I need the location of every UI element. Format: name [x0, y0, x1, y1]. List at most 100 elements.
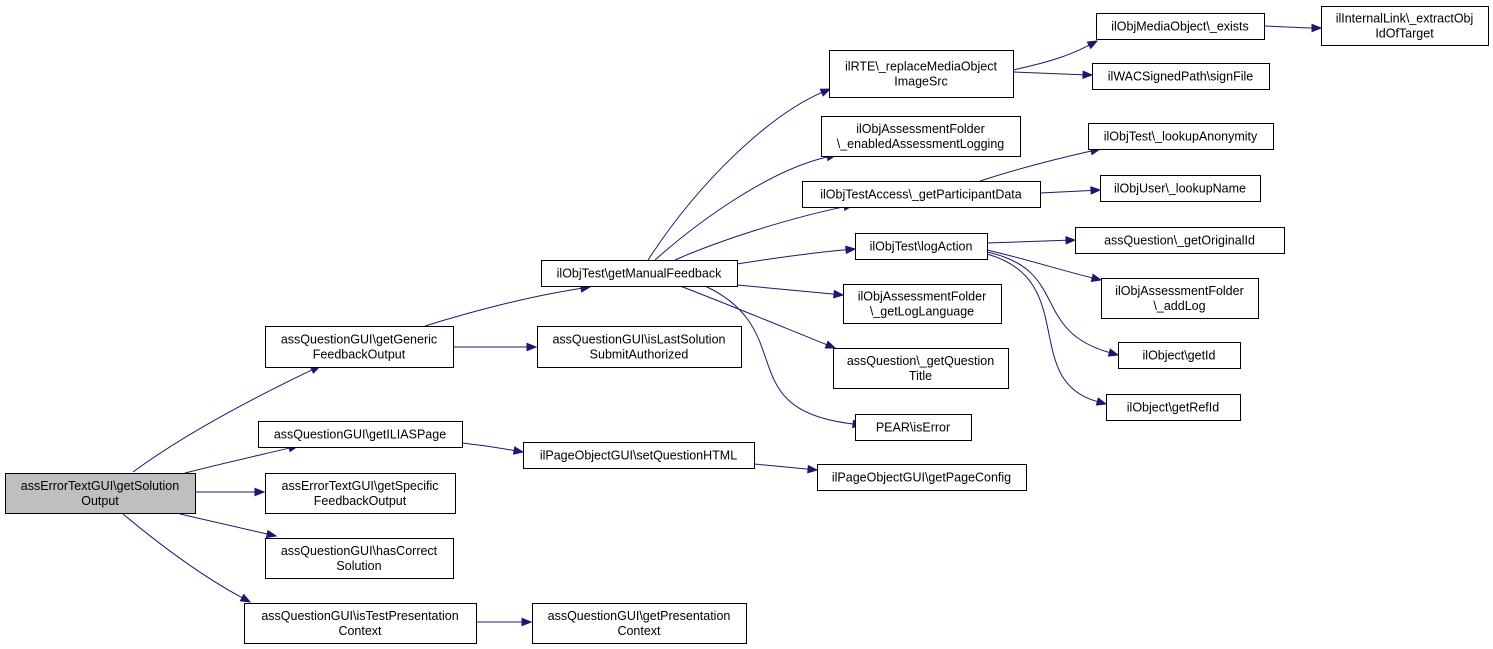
node-label: Context: [617, 624, 661, 638]
node-label: ilObject\getId: [1143, 349, 1216, 363]
node-label: FeedbackOutput: [314, 494, 407, 508]
node-box: [523, 442, 755, 469]
node-label: ilInternalLink\_extractObj: [1336, 12, 1474, 26]
edge-root-to-genericFeedback: [132, 365, 322, 473]
edge-line: [647, 92, 822, 261]
node-label: assQuestionGUI\hasCorrect: [281, 544, 438, 558]
node-label: PEAR\isError: [876, 421, 950, 435]
arrowhead-icon: [819, 88, 832, 97]
node-getId[interactable]: ilObject\getId: [1118, 342, 1241, 369]
node-label: assErrorTextGUI\getSpecific: [282, 479, 439, 493]
arrowhead-icon: [1086, 40, 1099, 50]
arrowhead-icon: [1107, 348, 1120, 357]
node-label: ilRTE\_replaceMediaObject: [845, 60, 997, 74]
node-box: [817, 464, 1027, 491]
arrowhead-icon: [1095, 397, 1108, 406]
node-label: ImageSrc: [894, 75, 948, 89]
node-label: ilObjUser\_lookupName: [1114, 182, 1246, 196]
node-label: Context: [338, 624, 382, 638]
node-box: [1106, 394, 1241, 421]
node-label: IdOfTarget: [1375, 27, 1434, 41]
edge-line: [736, 284, 835, 295]
node-isError[interactable]: PEAR\isError: [855, 414, 972, 441]
node-label: SubmitAuthorized: [590, 348, 689, 362]
edge-root-to-specificFeedback: [195, 487, 266, 497]
edge-line: [674, 206, 845, 261]
edge-iliasPage-to-setQuestionHTML: [461, 442, 525, 455]
node-logAction[interactable]: ilObjTest\logAction: [855, 233, 988, 260]
arrowhead-icon: [239, 593, 252, 603]
node-isLastSolution[interactable]: assQuestionGUI\isLastSolutionSubmitAutho…: [537, 326, 742, 368]
node-box: [843, 284, 1002, 324]
node-label: assQuestionGUI\getILIASPage: [274, 428, 446, 442]
node-box: [1118, 342, 1241, 369]
node-box: [265, 538, 454, 579]
node-mediaExists[interactable]: ilObjMediaObject\_exists: [1096, 13, 1265, 40]
node-label: assQuestionGUI\getGeneric: [281, 333, 437, 347]
arrowhead-icon: [1090, 273, 1103, 282]
edge-replaceMedia-to-signFile: [1012, 70, 1094, 80]
edge-line: [179, 513, 268, 535]
node-signFile[interactable]: ilWACSignedPath\signFile: [1092, 63, 1270, 90]
node-logLanguage[interactable]: ilObjAssessmentFolder\_getLogLanguage: [843, 284, 1002, 324]
node-box: [532, 603, 747, 644]
node-getOriginalId[interactable]: assQuestion\_getOriginalId: [1075, 227, 1285, 254]
node-box: [855, 233, 988, 260]
node-box: [1088, 123, 1274, 150]
call-graph-edges: [122, 23, 1323, 627]
node-label: \_addLog: [1153, 299, 1205, 313]
arrowhead-icon: [254, 487, 266, 497]
node-box: [1321, 6, 1489, 46]
node-label: ilObjAssessmentFolder: [856, 122, 985, 136]
node-specificFeedback[interactable]: assErrorTextGUI\getSpecificFeedbackOutpu…: [265, 473, 456, 514]
arrowhead-icon: [265, 529, 278, 539]
node-setQuestionHTML[interactable]: ilPageObjectGUI\setQuestionHTML: [523, 442, 755, 469]
arrowhead-icon: [807, 464, 819, 474]
edge-root-to-hasCorrect: [179, 513, 278, 539]
node-label: ilPageObjectGUI\setQuestionHTML: [540, 449, 737, 463]
node-label: ilObject\getRefId: [1127, 401, 1219, 415]
edge-line: [986, 251, 1110, 354]
node-pageConfig[interactable]: ilPageObjectGUI\getPageConfig: [817, 464, 1027, 491]
node-box: [829, 50, 1014, 98]
edge-line: [736, 249, 847, 265]
node-iliasPage[interactable]: assQuestionGUI\getILIASPage: [258, 421, 463, 448]
node-box: [5, 473, 196, 514]
edge-line: [986, 239, 1067, 244]
node-manualFeedback[interactable]: ilObjTest\getManualFeedback: [541, 260, 738, 287]
node-label: \_enabledAssessmentLogging: [837, 137, 1005, 151]
node-box: [1101, 278, 1259, 319]
node-label: ilObjTest\logAction: [870, 240, 973, 254]
node-label: ilObjTest\getManualFeedback: [557, 267, 722, 281]
arrowhead-icon: [1082, 70, 1094, 80]
node-participantData[interactable]: ilObjTestAccess\_getParticipantData: [802, 181, 1041, 208]
node-addLog[interactable]: ilObjAssessmentFolder\_addLog: [1101, 278, 1259, 319]
node-label: assQuestionGUI\isLastSolution: [552, 333, 725, 347]
edge-line: [679, 285, 827, 346]
edge-root-to-iliasPage: [184, 443, 300, 474]
arrowhead-icon: [1311, 23, 1323, 33]
node-getRefId[interactable]: ilObject\getRefId: [1106, 394, 1241, 421]
node-box: [537, 326, 742, 368]
node-lookupAnonymity[interactable]: ilObjTest\_lookupAnonymity: [1088, 123, 1274, 150]
node-label: Solution: [336, 559, 381, 573]
edge-manualFeedback-to-replaceMedia: [647, 88, 832, 261]
arrowhead-icon: [526, 342, 538, 352]
edge-line: [132, 369, 313, 473]
edge-manualFeedback-to-questionTitle: [679, 285, 837, 349]
edge-line: [1012, 71, 1084, 76]
edge-line: [1039, 189, 1092, 194]
node-enabledLogging[interactable]: ilObjAssessmentFolder\_enabledAssessment…: [821, 116, 1021, 157]
arrowhead-icon: [512, 446, 525, 455]
node-lookupName[interactable]: ilObjUser\_lookupName: [1100, 175, 1261, 202]
